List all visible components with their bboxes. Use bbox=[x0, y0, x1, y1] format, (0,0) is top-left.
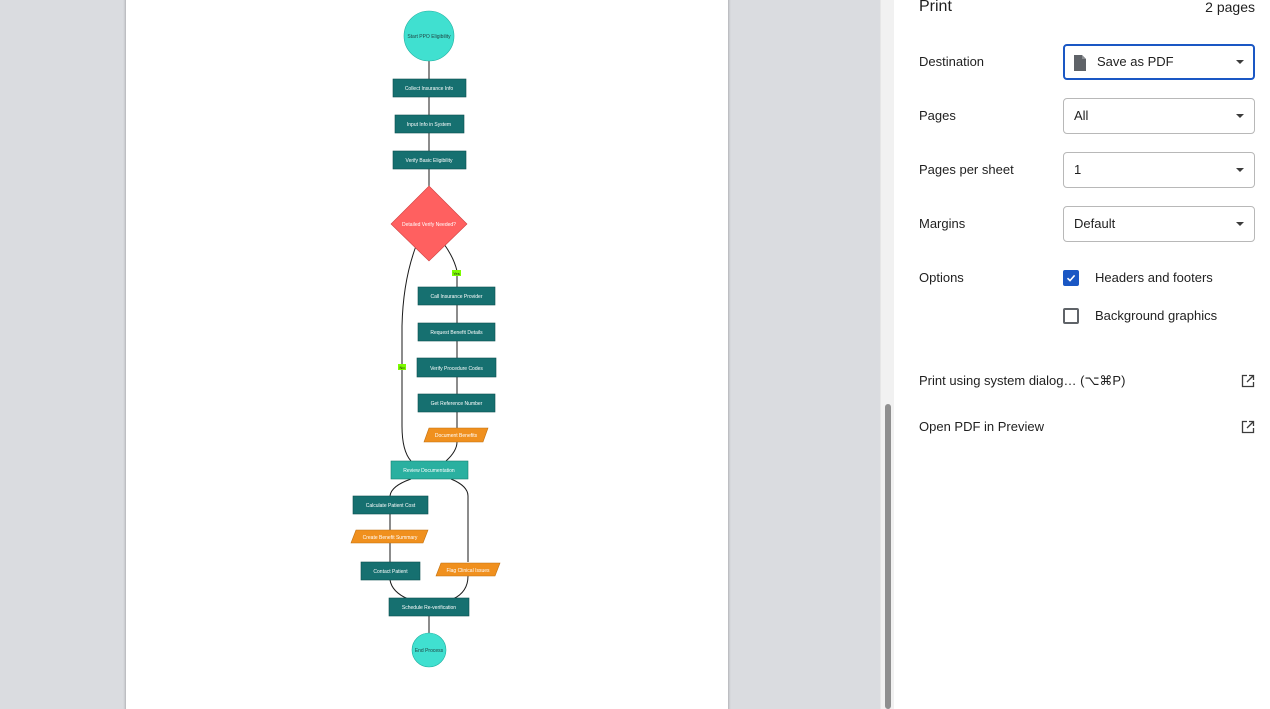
node-flag-label: Flag Clinical Issues bbox=[446, 568, 490, 574]
system-dialog-link[interactable]: Print using system dialog… (⌥⌘P) bbox=[919, 372, 1255, 392]
node-review bbox=[390, 460, 469, 480]
panel-header: Print 2 pages bbox=[919, 0, 1255, 16]
edge-label-no: No bbox=[399, 365, 405, 370]
node-request-details bbox=[417, 322, 496, 342]
chevron-down-icon bbox=[1236, 114, 1244, 118]
pages-per-sheet-value: 1 bbox=[1074, 162, 1082, 177]
headers-footers-label: Headers and footers bbox=[1095, 270, 1213, 285]
node-document bbox=[423, 427, 489, 443]
print-preview-area: Start PPO Eligibility Collect Insurance … bbox=[0, 0, 880, 709]
destination-row: Destination Save as PDF bbox=[919, 44, 1255, 80]
node-summary-label: Create Benefit Summary bbox=[363, 535, 418, 541]
pages-value: All bbox=[1074, 108, 1089, 123]
chevron-down-icon bbox=[1236, 168, 1244, 172]
node-request-details-label: Request Benefit Details bbox=[430, 330, 483, 336]
edge-label-no-bg bbox=[398, 364, 406, 370]
node-document-label: Document Benefits bbox=[435, 433, 478, 439]
node-collect-label: Collect Insurance Info bbox=[405, 86, 454, 92]
node-start bbox=[403, 10, 455, 62]
open-pdf-preview-label: Open PDF in Preview bbox=[919, 419, 1044, 434]
checkmark-icon bbox=[1066, 274, 1076, 282]
node-contact-label: Contact Patient bbox=[373, 569, 408, 575]
node-schedule bbox=[388, 597, 470, 617]
destination-label: Destination bbox=[919, 54, 985, 69]
node-calculate bbox=[352, 495, 429, 515]
open-pdf-preview-link[interactable]: Open PDF in Preview bbox=[919, 418, 1255, 438]
node-flag bbox=[435, 562, 501, 577]
background-graphics-option[interactable]: Background graphics bbox=[1063, 308, 1263, 328]
node-summary bbox=[350, 529, 429, 544]
pages-per-sheet-label: Pages per sheet bbox=[919, 162, 1014, 177]
page-count: 2 pages bbox=[1205, 0, 1255, 15]
node-end-label: End Process bbox=[415, 648, 444, 654]
node-start-label: Start PPO Eligibility bbox=[407, 34, 451, 40]
headers-footers-checkbox[interactable] bbox=[1063, 270, 1079, 286]
node-verify-basic-label: Verify Basic Eligibility bbox=[406, 158, 453, 164]
background-graphics-checkbox[interactable] bbox=[1063, 308, 1079, 324]
node-get-reference-label: Get Reference Number bbox=[431, 401, 483, 407]
pages-per-sheet-select[interactable]: 1 bbox=[1063, 152, 1255, 188]
chevron-down-icon bbox=[1236, 222, 1244, 226]
margins-row: Margins Default bbox=[919, 206, 1255, 242]
node-end bbox=[411, 632, 447, 668]
node-decision-label: Detailed Verify Needed? bbox=[402, 222, 456, 228]
node-call-provider-label: Call Insurance Provider bbox=[431, 294, 483, 300]
preview-scrollbar-thumb[interactable] bbox=[885, 404, 891, 709]
options-label: Options bbox=[919, 270, 964, 285]
destination-value: Save as PDF bbox=[1097, 54, 1174, 69]
open-in-new-icon bbox=[1241, 420, 1255, 434]
background-graphics-label: Background graphics bbox=[1095, 308, 1218, 323]
pages-row: Pages All bbox=[919, 98, 1255, 134]
pages-label: Pages bbox=[919, 108, 956, 123]
node-verify-basic bbox=[392, 150, 467, 170]
edge-label-yes: Yes bbox=[453, 271, 460, 276]
node-verify-codes bbox=[416, 357, 497, 378]
flowchart-edges bbox=[389, 61, 469, 633]
pages-select[interactable]: All bbox=[1063, 98, 1255, 134]
destination-select[interactable]: Save as PDF bbox=[1063, 44, 1255, 80]
chevron-down-icon bbox=[1236, 60, 1244, 64]
node-collect bbox=[392, 78, 467, 98]
node-verify-codes-label: Verify Procedure Codes bbox=[430, 366, 483, 372]
margins-value: Default bbox=[1074, 216, 1116, 231]
node-schedule-label: Schedule Re-verification bbox=[402, 605, 456, 611]
margins-label: Margins bbox=[919, 216, 966, 231]
node-input-label: Input Info in System bbox=[407, 122, 451, 128]
node-contact bbox=[360, 561, 421, 581]
pages-per-sheet-row: Pages per sheet 1 bbox=[919, 152, 1255, 188]
node-review-label: Review Documentation bbox=[403, 468, 455, 474]
margins-select[interactable]: Default bbox=[1063, 206, 1255, 242]
node-calculate-label: Calculate Patient Cost bbox=[366, 503, 416, 509]
node-decision bbox=[390, 185, 468, 262]
panel-title: Print bbox=[919, 0, 952, 15]
headers-footers-option[interactable]: Headers and footers bbox=[1063, 270, 1263, 290]
document-icon bbox=[1074, 55, 1086, 71]
node-input bbox=[394, 114, 465, 134]
options-row: Options bbox=[919, 260, 1255, 296]
preview-scrollbar[interactable] bbox=[880, 0, 894, 709]
flowchart-diagram: Start PPO Eligibility Collect Insurance … bbox=[350, 10, 501, 668]
edge-label-yes-bg bbox=[452, 270, 461, 276]
open-in-new-icon bbox=[1241, 374, 1255, 388]
node-call-provider bbox=[417, 286, 496, 306]
print-settings-panel: Print 2 pages Destination Save as PDF Pa… bbox=[895, 0, 1270, 709]
preview-page: Start PPO Eligibility Collect Insurance … bbox=[126, 0, 728, 709]
node-get-reference bbox=[417, 393, 496, 413]
system-dialog-label: Print using system dialog… (⌥⌘P) bbox=[919, 373, 1126, 388]
